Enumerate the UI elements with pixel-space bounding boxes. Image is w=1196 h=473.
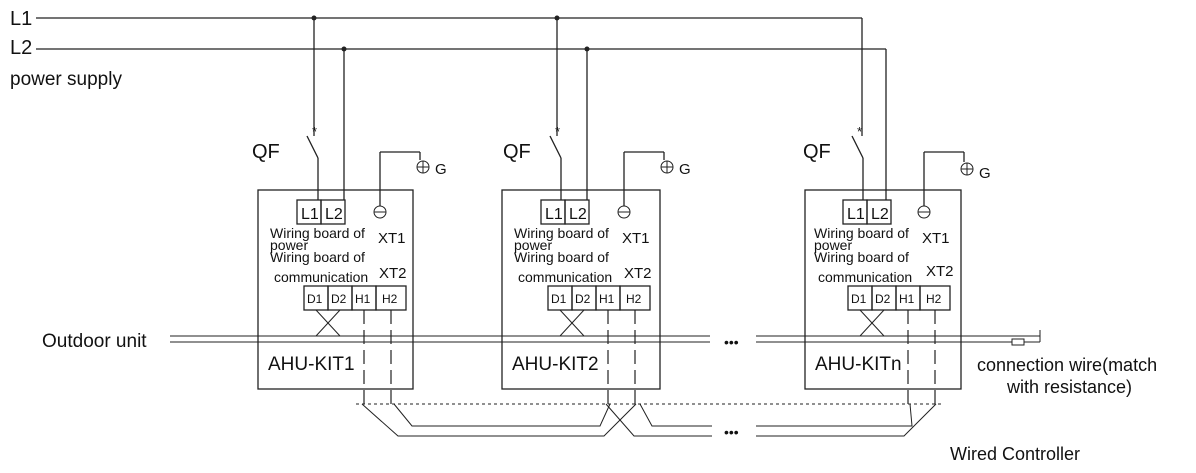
breaker-label: QF	[503, 141, 531, 163]
xt1-label: XT1	[378, 230, 406, 247]
power-board-label: Wiring board of	[514, 225, 609, 241]
breaker-mark: *	[857, 124, 862, 139]
supply-l2-label: L2	[10, 37, 32, 59]
power-board-label: Wiring board of	[270, 225, 365, 241]
comm-board-label-2: communication	[274, 269, 368, 285]
terminal-l1-label: L1	[847, 206, 865, 223]
terminal-h1-label: H1	[355, 292, 371, 306]
terminal-d2-label: D2	[331, 292, 347, 306]
breaker-label: QF	[252, 141, 280, 163]
comm-board-label-2: communication	[518, 269, 612, 285]
ground-label: G	[679, 161, 691, 178]
terminal-l2-label: L2	[325, 206, 343, 223]
xt2-label: XT2	[926, 263, 954, 280]
terminal-h2-label: H2	[382, 292, 398, 306]
terminal-d1-label: D1	[551, 292, 567, 306]
ground-label: G	[979, 165, 991, 182]
controller-bus	[361, 403, 937, 437]
unit-2: * QF L1 L2 G Wiring board of power XT1 W…	[501, 18, 691, 404]
terminal-l1-label: L1	[545, 206, 563, 223]
unit-box	[257, 189, 414, 390]
terminal-d1-label: D1	[307, 292, 323, 306]
outdoor-unit-label: Outdoor unit	[42, 331, 147, 352]
supply-l1-label: L1	[10, 8, 32, 30]
comm-board-label: Wiring board of	[514, 249, 609, 265]
unit-box	[501, 189, 661, 390]
xt1-label: XT1	[922, 230, 950, 247]
terminator-label-2: with resistance)	[1006, 377, 1132, 397]
breaker-switch	[549, 135, 562, 159]
comm-board-label: Wiring board of	[270, 249, 365, 265]
terminal-d1-label: D1	[851, 292, 867, 306]
unit-name: AHU-KIT1	[268, 354, 355, 375]
terminal-l2	[564, 199, 590, 225]
terminal-l2-label: L2	[569, 206, 587, 223]
terminal-l2-label: L2	[871, 206, 889, 223]
unit-name: AHU-KIT2	[512, 354, 599, 375]
breaker-mark: *	[555, 124, 560, 139]
unit-box	[804, 189, 962, 390]
unit-1: * QF L1 L2 G Wiring board of power XT1 W…	[252, 18, 447, 404]
terminal-h1-label: H1	[899, 292, 915, 306]
terminator-label-1: connection wire(match	[977, 355, 1157, 375]
comm-board-label: Wiring board of	[814, 249, 909, 265]
wired-controller-label: Wired Controller	[950, 444, 1080, 464]
terminal-l1-label: L1	[301, 206, 319, 223]
breaker-switch	[851, 135, 864, 159]
terminal-h2-label: H2	[626, 292, 642, 306]
unit-name: AHU-KITn	[815, 354, 902, 375]
power-board-label: Wiring board of	[814, 225, 909, 241]
breaker-label: QF	[803, 141, 831, 163]
terminal-h2-label: H2	[926, 292, 942, 306]
xt2-label: XT2	[624, 265, 652, 282]
breaker-switch	[306, 135, 319, 159]
terminal-l2	[320, 199, 346, 225]
ground-label: G	[435, 161, 447, 178]
comm-board-label-2: communication	[818, 269, 912, 285]
power-board-label-2: power	[514, 237, 552, 253]
breaker-mark: *	[312, 124, 317, 139]
terminal-d2-label: D2	[875, 292, 891, 306]
controller-ellipsis: •••	[724, 424, 739, 440]
terminal-d2-label: D2	[575, 292, 591, 306]
bus-ellipsis: •••	[724, 334, 739, 350]
xt2-label: XT2	[379, 265, 407, 282]
xt1-label: XT1	[622, 230, 650, 247]
power-board-label-2: power	[814, 237, 852, 253]
power-board-label-2: power	[270, 237, 308, 253]
unit-n: * QF L1 L2 G Wiring board of power XT1 W…	[803, 18, 991, 404]
terminating-resistor	[1011, 338, 1025, 346]
power-supply-label: power supply	[10, 69, 122, 90]
terminal-h1-label: H1	[599, 292, 615, 306]
terminal-l2	[866, 199, 892, 225]
